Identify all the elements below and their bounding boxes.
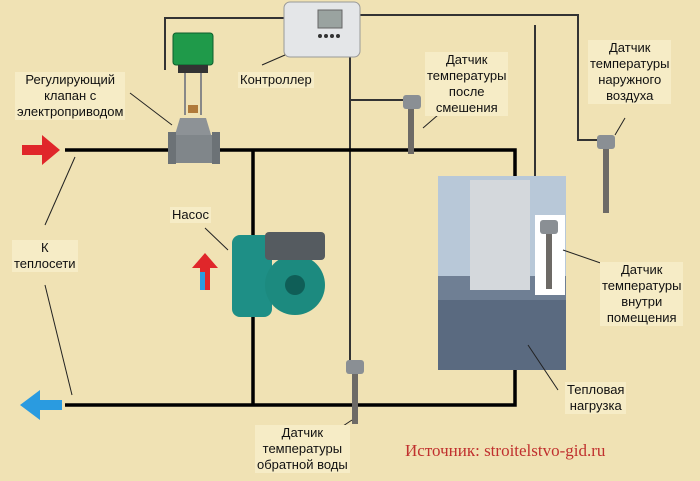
label-line: после <box>448 84 485 99</box>
valve-label-line: Регулирующий <box>25 72 116 87</box>
sensor-after-mixing <box>403 95 421 154</box>
valve-label: Регулирующий клапан с электроприводом <box>15 72 126 120</box>
label-line: температуры <box>427 68 507 83</box>
sensor-return-label: Датчик температуры обратной воды <box>255 425 350 473</box>
label-line: наружного <box>598 72 662 87</box>
valve-label-line: клапан с <box>44 88 97 103</box>
source-credit: Источник: stroitelstvo-gid.ru <box>405 441 606 460</box>
label-line: нагрузка <box>569 398 622 413</box>
label-line: К <box>40 240 49 255</box>
pump-flow-arrow <box>192 253 218 290</box>
label-line: температуры <box>590 56 670 71</box>
supply-arrow <box>22 135 60 165</box>
label-line: Датчик <box>281 425 324 440</box>
label-line: теплосети <box>14 256 76 271</box>
controller-label: Контроллер <box>238 72 314 88</box>
control-wires <box>164 14 605 365</box>
label-line: смешения <box>435 100 498 115</box>
sensor-after-mixing-label: Датчик температуры после смешения <box>425 52 509 116</box>
label-line: температуры <box>262 441 343 456</box>
sensor-outdoor-label: Датчик температуры наружного воздуха <box>588 40 672 104</box>
label-line: помещения <box>606 310 677 325</box>
sensor-return <box>346 360 364 424</box>
sensor-indoor <box>540 220 558 289</box>
controller-device <box>283 1 361 58</box>
label-line: Тепловая <box>567 382 625 397</box>
sensor-outdoor <box>597 135 615 213</box>
sensor-indoor-label: Датчик температуры внутри помещения <box>600 262 684 326</box>
label-line: воздуха <box>606 88 654 103</box>
pump-label: Насос <box>170 207 211 223</box>
label-line: обратной воды <box>257 457 348 472</box>
label-line: Датчик <box>609 40 651 55</box>
temperature-sensors <box>346 95 615 424</box>
control-valve <box>168 32 220 164</box>
valve-label-line: электроприводом <box>17 104 124 119</box>
label-line: температуры <box>602 278 682 293</box>
label-line: Датчик <box>621 262 663 277</box>
circulation-pump <box>232 232 325 317</box>
label-line: внутри <box>621 294 663 309</box>
return-arrow <box>20 390 62 420</box>
label-line: Датчик <box>446 52 488 67</box>
heat-network-label: К теплосети <box>12 240 78 272</box>
heat-load-label: Тепловая нагрузка <box>565 382 627 414</box>
